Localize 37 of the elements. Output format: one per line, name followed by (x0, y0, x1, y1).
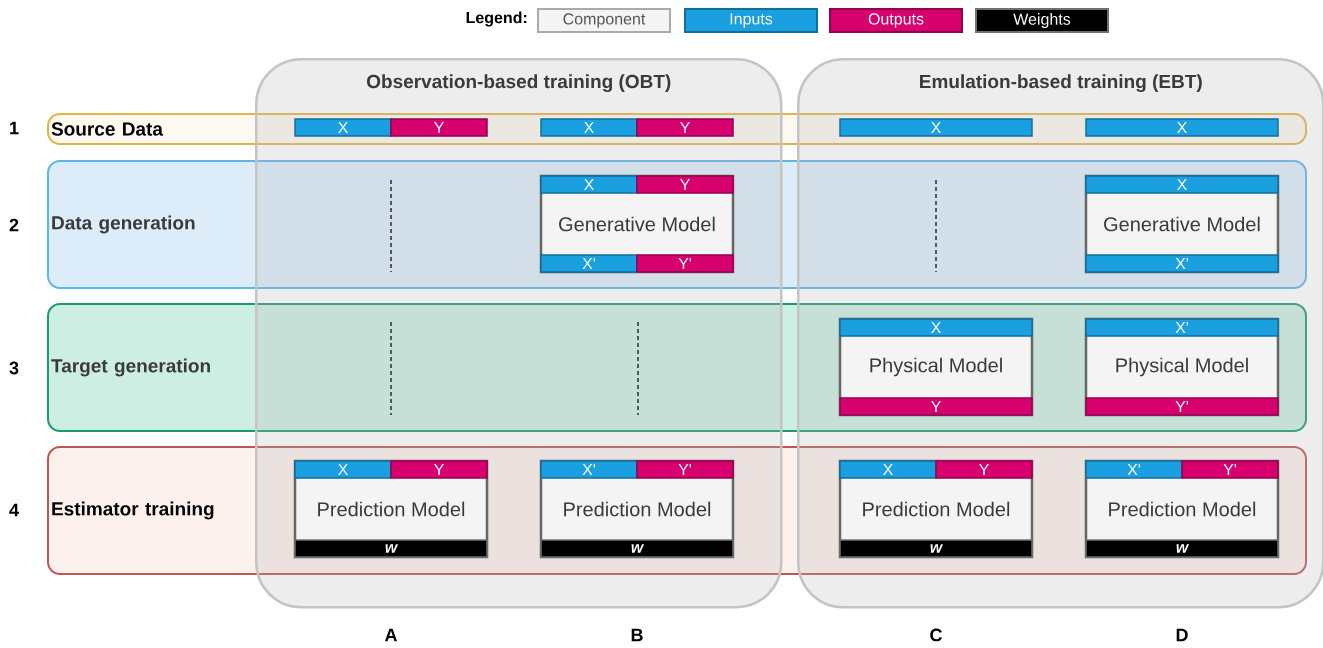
column-letter: B (631, 628, 643, 642)
column-letter: D (1176, 628, 1188, 642)
column-letter: C (930, 628, 942, 642)
output-bar: Y (636, 175, 734, 194)
output-bar: Y (636, 118, 734, 137)
input-bar: X (839, 118, 1033, 137)
row-number: 4 (9, 503, 19, 517)
input-bar: X (294, 118, 392, 137)
output-bar: Y' (1181, 460, 1279, 479)
input-bar: X (540, 175, 638, 194)
output-bar: Y (935, 460, 1033, 479)
input-bar: X (839, 318, 1033, 337)
input-bar: X' (1085, 254, 1279, 273)
input-bar: X (839, 460, 937, 479)
weights-bar: w (540, 539, 734, 558)
output-bar: Y (390, 460, 488, 479)
output-bar: Y (390, 118, 488, 137)
row-number: 2 (9, 218, 19, 232)
input-bar: X' (540, 254, 638, 273)
row-number: 1 (10, 121, 19, 135)
column-letter: A (384, 628, 398, 642)
output-bar: Y (839, 397, 1033, 416)
legend-title: Legend: (466, 11, 527, 27)
row-number: 3 (9, 361, 19, 375)
input-bar: X' (1085, 460, 1183, 479)
input-bar: X (1085, 118, 1279, 137)
input-bar: X (540, 118, 638, 137)
weights-bar: w (839, 539, 1033, 558)
input-bar: X' (1085, 318, 1279, 337)
output-bar: Y' (636, 254, 734, 273)
weights-bar: w (294, 539, 488, 558)
output-bar: Y' (1085, 397, 1279, 416)
output-bar: Y' (636, 460, 734, 479)
weights-bar: w (1085, 539, 1279, 558)
input-bar: X (1085, 175, 1279, 194)
input-bar: X (294, 460, 392, 479)
input-bar: X' (540, 460, 638, 479)
